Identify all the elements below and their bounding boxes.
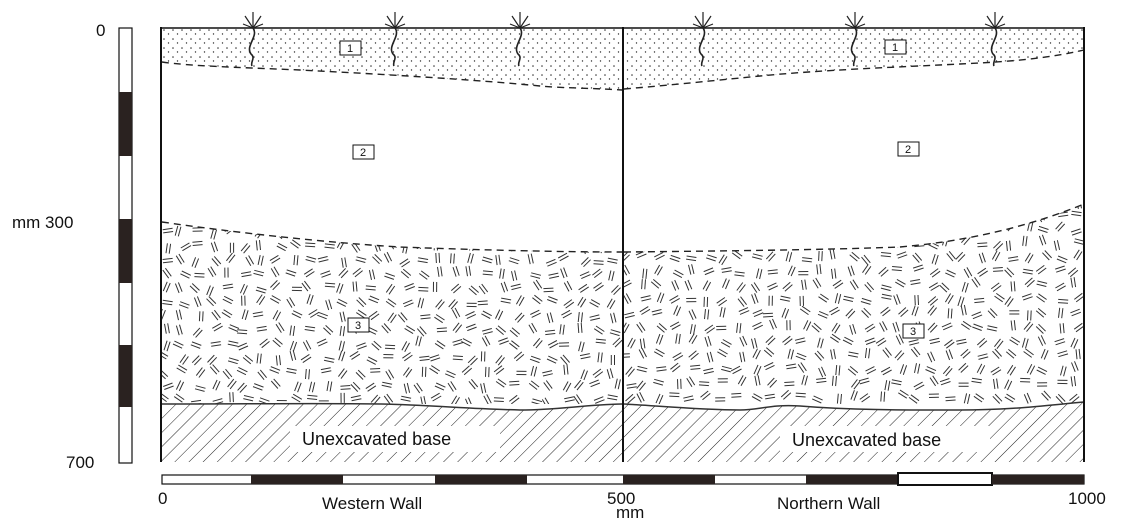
vertical-scale-top-label: 0 — [96, 21, 105, 40]
western-layer-1-fill — [162, 28, 622, 90]
western-base-label: Unexcavated base — [302, 429, 451, 449]
root-icon — [509, 12, 531, 67]
western-base-label-bg — [290, 426, 500, 452]
vertical-scale-bar — [118, 27, 133, 464]
layer-boundaries — [161, 49, 1085, 253]
northern-base-label: Unexcavated base — [792, 430, 941, 450]
northern-base-label-bg — [780, 426, 990, 452]
northern-layer-3-label: 3 — [902, 323, 925, 339]
horizontal-scale-start-label: 0 — [158, 489, 167, 508]
vertical-scale-mid-label: mm 300 — [12, 213, 73, 232]
northern-layer-2-label: 2 — [897, 141, 920, 157]
root-icons — [242, 12, 1006, 67]
horizontal-scale-bar — [161, 472, 1085, 486]
section-frame — [160, 27, 1085, 462]
svg-text:3: 3 — [355, 320, 361, 332]
vertical-scale-bottom-label: 700 — [66, 453, 94, 472]
northern-layer-1-label: 1 — [884, 39, 907, 55]
horizontal-scale-end-label: 1000 — [1068, 489, 1106, 508]
northern-layer-3-texture — [624, 204, 1084, 404]
root-icon — [384, 12, 406, 67]
svg-text:2: 2 — [905, 144, 911, 156]
horizontal-scale-mid-label: 500 — [607, 489, 635, 508]
root-icon — [242, 12, 264, 67]
northern-wall-label: Northern Wall — [777, 494, 880, 513]
root-icon — [844, 12, 866, 67]
northern-layer-1-fill — [624, 28, 1084, 89]
western-layer-3-label: 3 — [347, 317, 370, 333]
root-icon — [984, 12, 1006, 67]
svg-text:3: 3 — [910, 326, 916, 338]
western-layer-3-texture — [162, 222, 622, 404]
root-icon — [692, 12, 714, 67]
svg-text:2: 2 — [360, 147, 366, 159]
svg-text:1: 1 — [892, 42, 898, 54]
western-wall-label: Western Wall — [322, 494, 422, 513]
western-layer-1-label: 1 — [339, 40, 362, 56]
western-layer-2-label: 2 — [352, 144, 375, 160]
horizontal-scale-unit-label: mm — [616, 503, 644, 520]
svg-text:1: 1 — [347, 43, 353, 55]
